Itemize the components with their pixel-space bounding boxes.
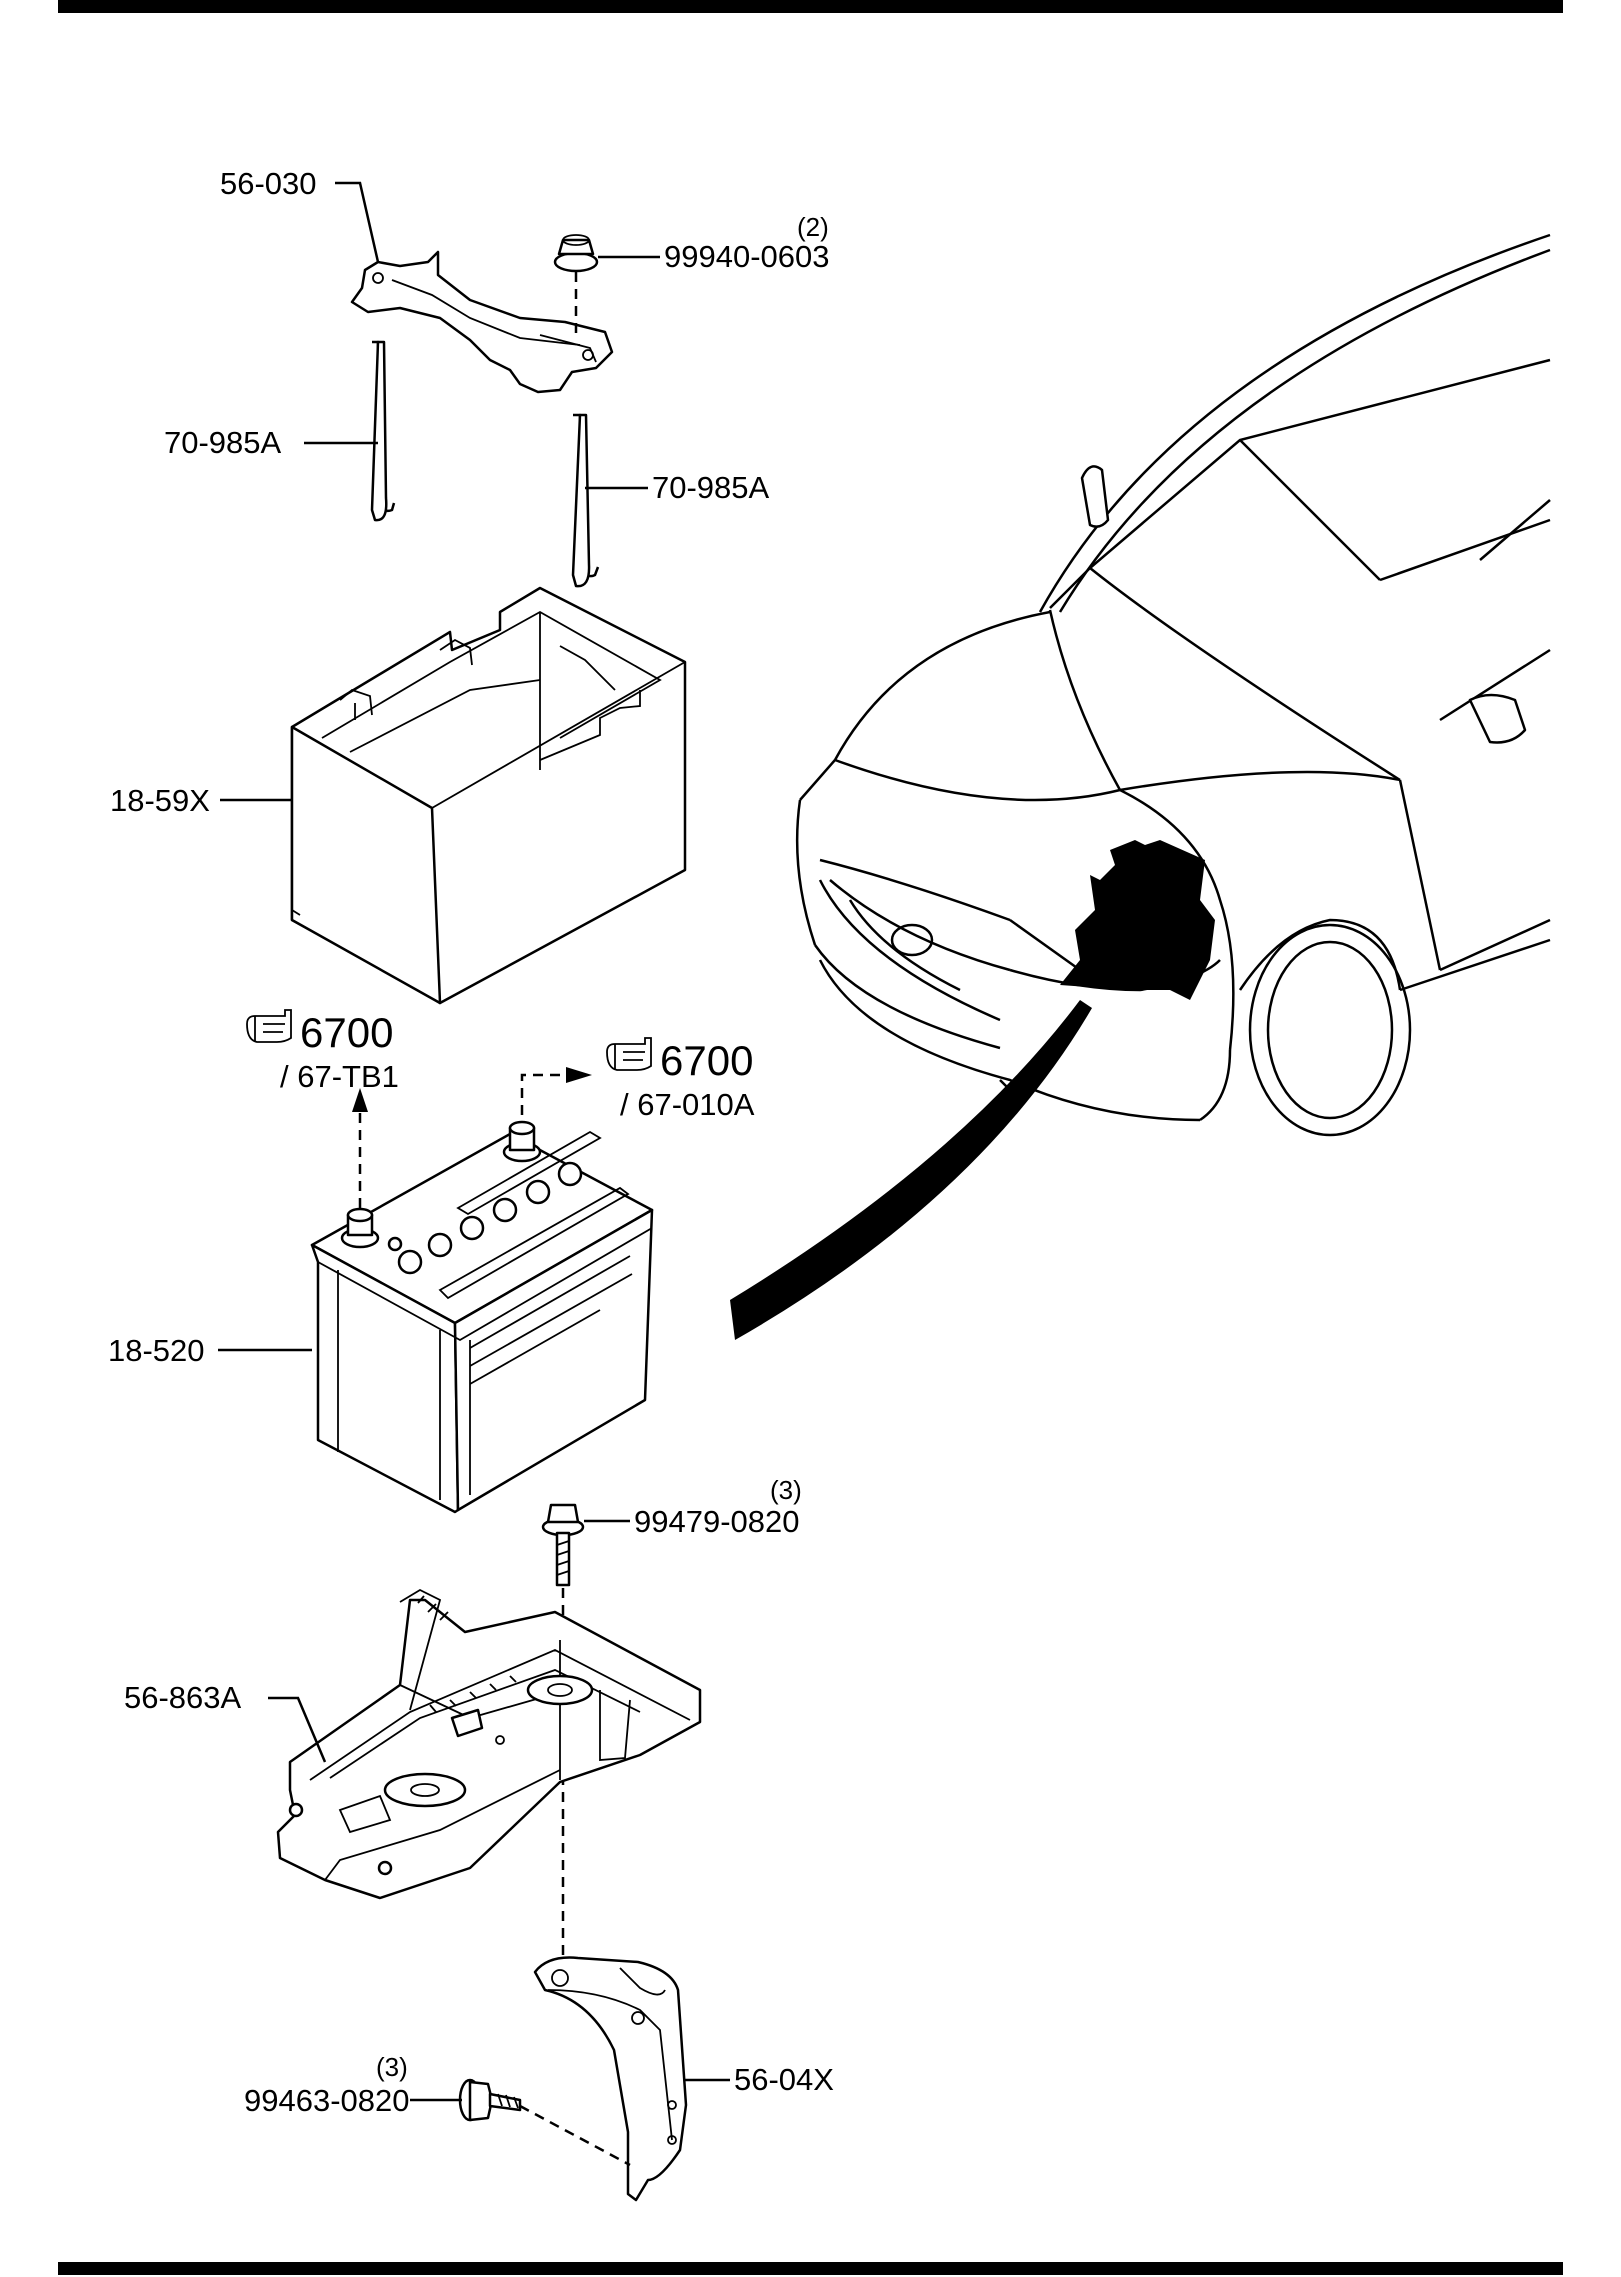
- arrow-right-head: [566, 1067, 592, 1083]
- label-rod-left: 70-985A: [164, 425, 282, 460]
- label-bolt-top: 99479-0820: [634, 1504, 800, 1539]
- arrow-right-dash: [520, 1073, 568, 1132]
- label-rod-right: 70-985A: [652, 470, 770, 505]
- vent-caps: [397, 1161, 583, 1275]
- reference-left-sub: / 67-TB1: [280, 1059, 399, 1094]
- label-battery: 18-520: [108, 1333, 205, 1368]
- flange-bolt-top-part: [541, 1503, 585, 1587]
- reference-right-sub: / 67-010A: [620, 1087, 755, 1122]
- bottom-border: [58, 2262, 1563, 2275]
- label-nut: 99940-0603: [664, 239, 830, 274]
- leader-stay: [335, 181, 380, 263]
- arrow-left-head: [352, 1088, 368, 1112]
- bolt-bottom-dash: [519, 2104, 631, 2167]
- flange-nut-part: [553, 234, 599, 273]
- qty-nut: (2): [797, 212, 829, 242]
- hold-rod-right-part: [571, 413, 600, 588]
- battery-stay-part: [350, 250, 614, 394]
- label-stay: 56-030: [220, 166, 317, 201]
- qty-bolt-top: (3): [770, 1475, 802, 1505]
- reference-right-section: 6700: [660, 1037, 753, 1084]
- label-bolt-bottom: 99463-0820: [244, 2083, 410, 2118]
- pointing-hand-icon: [246, 1009, 292, 1043]
- positive-terminal: [502, 1120, 542, 1163]
- flange-bolt-bottom-part: [458, 2078, 522, 2122]
- negative-terminal: [340, 1207, 403, 1252]
- qty-bolt-bottom: (3): [376, 2052, 408, 2082]
- battery-tray-part: [276, 1588, 702, 1900]
- reference-left[interactable]: 6700 / 67-TB1: [246, 1009, 399, 1094]
- leader-tray: [268, 1696, 327, 1763]
- tray-bracket-part: [533, 1956, 688, 2202]
- reference-right[interactable]: 6700 / 67-010A: [606, 1037, 755, 1122]
- locator-pointer: [730, 1000, 1092, 1340]
- reference-left-section: 6700: [300, 1009, 393, 1056]
- pointing-hand-icon: [606, 1037, 652, 1071]
- battery-cover-part: [290, 586, 687, 1005]
- battery-location-marker: [1060, 840, 1215, 1000]
- hold-rod-left-part: [370, 340, 396, 522]
- battery-part: [310, 1120, 654, 1514]
- vehicle-locator-view: [730, 233, 1551, 1340]
- top-border: [58, 0, 1563, 13]
- label-battery-cover: 18-59X: [110, 783, 210, 818]
- label-bracket: 56-04X: [734, 2062, 834, 2097]
- label-tray: 56-863A: [124, 1680, 242, 1715]
